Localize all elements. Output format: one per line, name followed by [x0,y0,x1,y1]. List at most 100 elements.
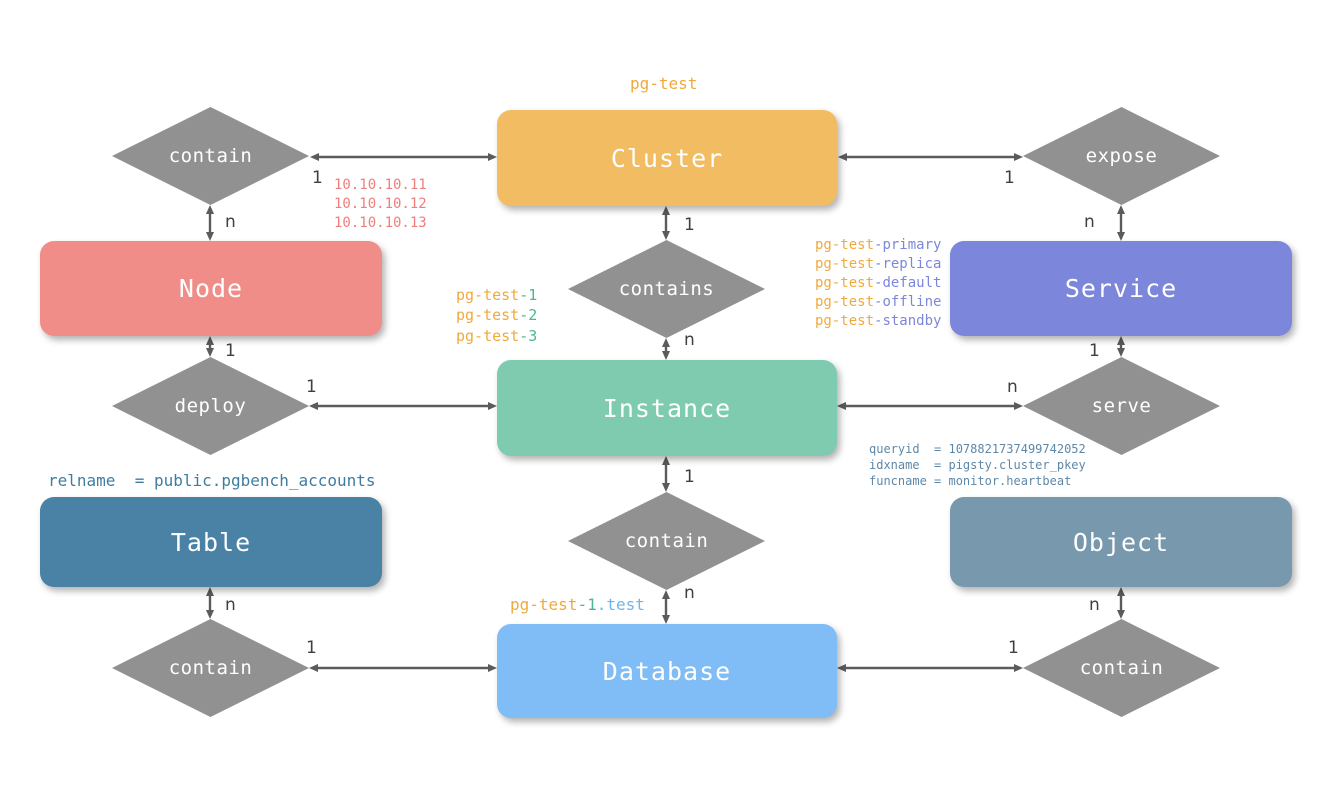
conn-expose-to-service [1113,205,1129,241]
entity-label: Object [1072,527,1170,557]
relationship-expose-service[interactable]: expose [1023,107,1220,205]
conn-cluster-to-expose [838,149,1023,165]
annotation-segment: pg-test [815,274,875,291]
entity-label: Cluster [610,143,724,173]
annotation-segment: relname = public.pgbench_accounts [48,471,376,490]
annotation-segment: 10.10.10.13 [334,214,427,231]
conn-table-to-contain [202,587,218,619]
annotation-line: 10.10.10.11 [334,176,427,195]
annotation-line: queryid = 1078821737499742052 [869,441,1086,457]
annotation-line: 10.10.10.13 [334,214,427,233]
conn-cluster-to-contains [658,206,674,240]
annotation-segment: -3 [519,326,538,345]
card-cluster-contains: 1 [684,215,695,235]
relationship-label: deploy [174,395,247,417]
entity-database[interactable]: Database [497,624,837,718]
conn-object-to-contain [1113,587,1129,619]
relationship-label: contains [618,278,715,300]
annotation-line: pg-test-standby [815,312,941,331]
relationship-label: contain [1079,657,1164,679]
conn-contain-to-cluster [310,149,497,165]
annotation-line: pg-test-default [815,274,941,293]
annotation-segment: 10.10.10.11 [334,177,427,193]
relationship-label: expose [1085,145,1158,167]
entity-table[interactable]: Table [40,497,382,587]
entity-service[interactable]: Service [950,241,1292,336]
card-contain-db-right: 1 [1008,638,1019,658]
card-cluster-expose: 1 [1004,168,1015,188]
annotation-segment: -1 [577,595,597,614]
relationship-contain-database[interactable]: contain [568,492,765,590]
relationship-contain-table[interactable]: contain [112,619,309,717]
annotation-line: funcname = monitor.heartbeat [869,473,1086,489]
relationship-label: serve [1091,395,1152,417]
annotation-line: idxname = pigsty.cluster_pkey [869,457,1086,473]
annotation-line: 10.10.10.12 [334,195,427,214]
annotation-segment: .test [596,595,645,614]
annotation-segment: pg-test [456,306,520,325]
annotation-segment: -1 [519,286,538,304]
annotation-line: pg-test-1.test [510,594,645,616]
annotation-segment: pg-test [815,237,875,253]
entity-label: Table [170,527,252,557]
card-contain-database: n [684,583,695,603]
annotation-segment: idxname = pigsty.cluster_pkey [869,458,1086,473]
annotation-segment: -offline [874,293,942,310]
relationship-label: contain [168,657,253,679]
card-expose-service: n [1084,212,1095,232]
card-deploy-instance: 1 [306,377,317,397]
annotation-segment: pg-test [815,293,875,310]
annotation-line: relname = public.pgbench_accounts [48,470,376,492]
conn-contain-to-node [202,205,218,241]
relationship-contain-object[interactable]: contain [1023,619,1220,717]
annotation-segment: pg-test [456,286,520,304]
conn-contain-to-db-left [309,660,497,676]
annotation-line: pg-test-replica [815,255,941,274]
annotation-line: pg-test-primary [815,236,941,255]
annotation-segment: funcname = monitor.heartbeat [869,474,1072,489]
conn-service-to-serve [1113,336,1129,357]
entity-label: Node [178,274,244,303]
card-contain-node: n [225,212,236,232]
conn-contain-to-database [658,590,674,624]
card-contains-instance: n [684,330,695,350]
annotation-segment: pg-test [815,255,875,272]
conn-contains-to-instance [658,338,674,360]
relationship-serve[interactable]: serve [1023,357,1220,455]
annotation-segment: -2 [519,306,538,325]
entity-object[interactable]: Object [950,497,1292,587]
cluster-title-annotation: pg-test [630,74,698,93]
card-contain-db-left: 1 [306,638,317,658]
entity-instance[interactable]: Instance [497,360,837,456]
annotation-line: pg-test-3 [456,326,537,346]
entity-cluster[interactable]: Cluster [497,110,837,206]
annotation-segment: pg-test [456,326,520,345]
relationship-label: contain [624,530,709,552]
annotation-segment: -default [874,274,942,291]
annotation-line: pg-test-2 [456,305,537,325]
card-service-serve: 1 [1089,341,1100,361]
conn-deploy-to-instance [309,398,497,414]
card-object-contain: n [1089,595,1100,615]
card-node-deploy: 1 [225,341,236,361]
card-cluster-contain: 1 [312,168,323,188]
annotation-database-name: pg-test-1.test [510,594,645,616]
relationship-label: contain [168,145,253,167]
relationship-deploy[interactable]: deploy [112,357,309,455]
entity-label: Instance [602,393,732,423]
annotation-segment: pg-test [510,595,578,614]
relationship-contain-node[interactable]: contain [112,107,309,205]
entity-node[interactable]: Node [40,241,382,336]
annotation-segment: pg-test [815,312,875,329]
annotation-line: pg-test-offline [815,293,941,312]
relationship-contains-instance[interactable]: contains [568,240,765,338]
conn-instance-to-serve [837,398,1023,414]
entity-label: Service [1064,274,1178,303]
card-instance-serve: n [1007,377,1018,397]
annotation-table-name: relname = public.pgbench_accounts [48,470,376,492]
annotation-segment: -primary [874,237,942,253]
